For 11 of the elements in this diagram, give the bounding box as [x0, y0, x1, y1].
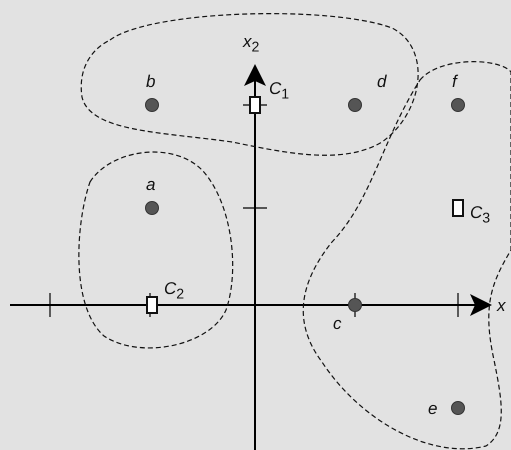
point-label: e [428, 400, 438, 418]
centroid-label: C$_{3}$ [470, 204, 490, 228]
centroid-label: C$_{2}$ [164, 280, 184, 304]
point-label: c [333, 315, 342, 333]
point-label: a [146, 176, 156, 194]
centroid-label: C$_{1}$ [269, 80, 290, 104]
point-label: d [377, 73, 386, 91]
axis-label: x$_{2}$ [243, 33, 260, 56]
axis-label: x [497, 297, 506, 315]
point-label: f [452, 73, 457, 91]
point-label: b [146, 73, 156, 91]
